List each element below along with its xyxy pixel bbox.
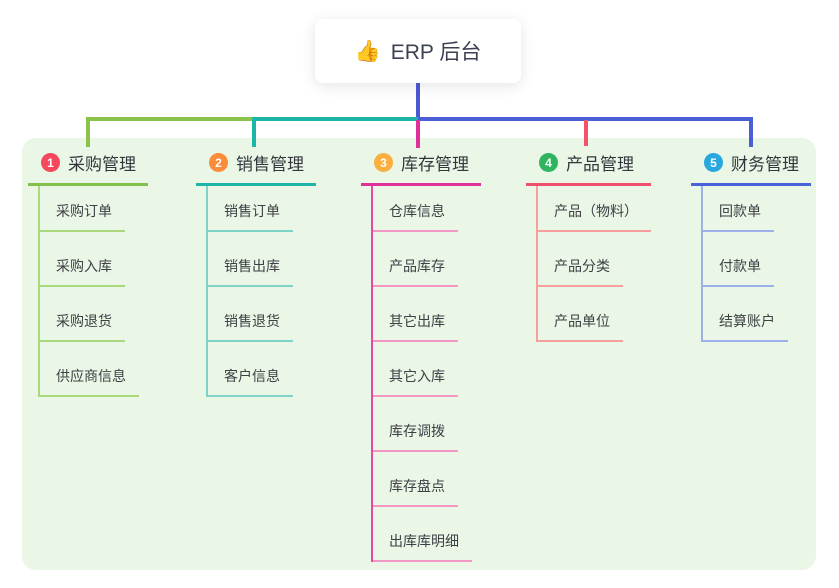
node-stock-check[interactable]: 库存盘点	[373, 452, 458, 507]
connector-trunk-vertical	[416, 83, 420, 119]
node-other-outbound[interactable]: 其它出库	[373, 287, 458, 342]
branch-badge-1: 1	[41, 153, 60, 172]
root-label: ERP 后台	[390, 41, 482, 64]
node-sales-order[interactable]: 销售订单	[208, 186, 293, 232]
branch-header-purchase[interactable]: 1 采购管理	[28, 148, 148, 186]
node-product-category[interactable]: 产品分类	[538, 232, 623, 287]
branch-product: 4 产品管理 产品（物料） 产品分类 产品单位	[526, 148, 651, 342]
node-customer-info[interactable]: 客户信息	[208, 342, 293, 397]
branch-purchase: 1 采购管理 采购订单 采购入库 采购退货 供应商信息	[28, 148, 148, 397]
node-outbound-detail[interactable]: 出库库明细	[373, 507, 472, 562]
branch-children: 产品（物料） 产品分类 产品单位	[536, 186, 651, 342]
branch-label: 产品管理	[566, 155, 634, 174]
node-purchase-order[interactable]: 采购订单	[40, 186, 125, 232]
connector-segment-teal	[254, 117, 420, 121]
connector-segment-blue	[418, 117, 753, 121]
node-receipt-doc[interactable]: 回款单	[703, 186, 774, 232]
branch-header-product[interactable]: 4 产品管理	[526, 148, 651, 186]
node-payment-doc[interactable]: 付款单	[703, 232, 774, 287]
node-warehouse-info[interactable]: 仓库信息	[373, 186, 458, 232]
connector-drop-sales	[252, 117, 256, 147]
connector-segment-green	[86, 117, 256, 121]
connector-drop-finance	[749, 117, 753, 147]
background-panel	[22, 138, 816, 570]
branch-header-sales[interactable]: 2 销售管理	[196, 148, 316, 186]
thumbs-up-icon: 👍	[354, 39, 381, 63]
branch-children: 销售订单 销售出库 销售退货 客户信息	[206, 186, 316, 397]
branch-children: 仓库信息 产品库存 其它出库 其它入库 库存调拨 库存盘点 出库库明细	[371, 186, 481, 562]
branch-badge-4: 4	[539, 153, 558, 172]
branch-label: 采购管理	[68, 155, 136, 174]
branch-children: 采购订单 采购入库 采购退货 供应商信息	[38, 186, 148, 397]
node-product-stock[interactable]: 产品库存	[373, 232, 458, 287]
node-product-material[interactable]: 产品（物料）	[538, 186, 651, 232]
node-sales-outbound[interactable]: 销售出库	[208, 232, 293, 287]
branch-badge-3: 3	[374, 153, 393, 172]
node-product-unit[interactable]: 产品单位	[538, 287, 623, 342]
branch-badge-2: 2	[209, 153, 228, 172]
node-stock-transfer[interactable]: 库存调拨	[373, 397, 458, 452]
connector-drop-inventory	[416, 120, 420, 148]
branch-children: 回款单 付款单 结算账户	[701, 186, 811, 342]
branch-badge-5: 5	[704, 153, 723, 172]
branch-label: 销售管理	[236, 155, 304, 174]
node-sales-return[interactable]: 销售退货	[208, 287, 293, 342]
branch-inventory: 3 库存管理 仓库信息 产品库存 其它出库 其它入库 库存调拨 库存盘点 出库库…	[361, 148, 481, 562]
connector-drop-product	[584, 120, 588, 146]
node-other-inbound[interactable]: 其它入库	[373, 342, 458, 397]
root-node[interactable]: 👍 ERP 后台	[315, 19, 521, 83]
branch-header-inventory[interactable]: 3 库存管理	[361, 148, 481, 186]
branch-label: 库存管理	[401, 155, 469, 174]
node-purchase-inbound[interactable]: 采购入库	[40, 232, 125, 287]
node-purchase-return[interactable]: 采购退货	[40, 287, 125, 342]
branch-header-finance[interactable]: 5 财务管理	[691, 148, 811, 186]
branch-finance: 5 财务管理 回款单 付款单 结算账户	[691, 148, 811, 342]
node-supplier-info[interactable]: 供应商信息	[40, 342, 139, 397]
node-settlement-account[interactable]: 结算账户	[703, 287, 788, 342]
branch-sales: 2 销售管理 销售订单 销售出库 销售退货 客户信息	[196, 148, 316, 397]
connector-drop-purchase	[86, 117, 90, 147]
branch-label: 财务管理	[731, 155, 799, 174]
